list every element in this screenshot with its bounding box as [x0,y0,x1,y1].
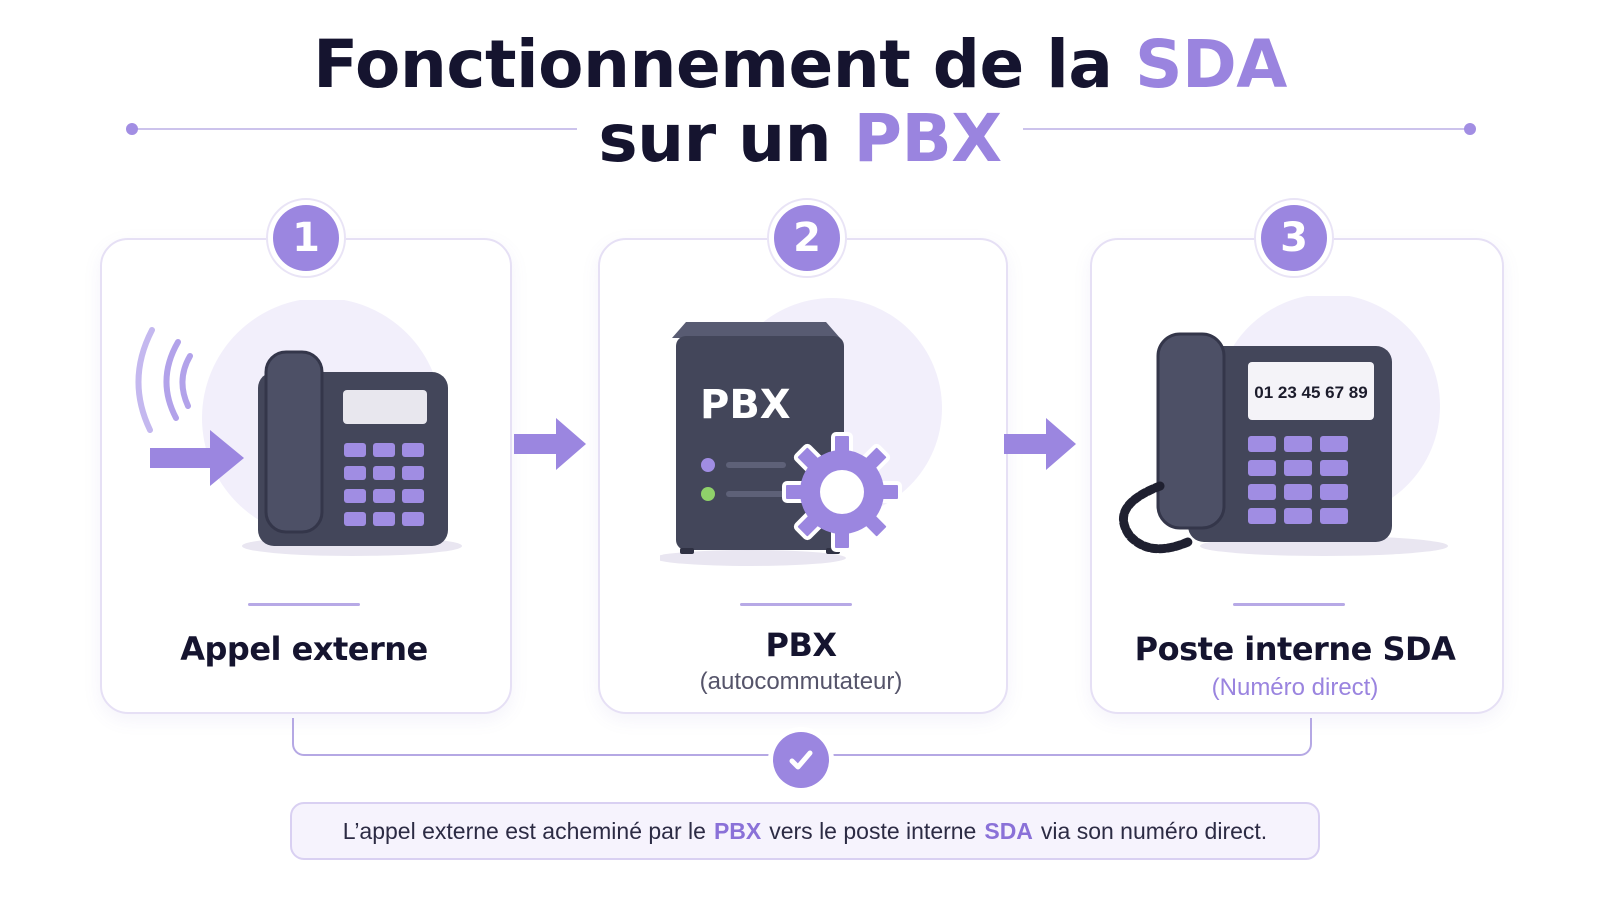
title-rule-dot-right [1464,123,1476,135]
summary-note: L’appel externe est acheminé par le PBX … [290,802,1320,860]
step-number-3: 3 [1261,205,1327,271]
step-number-badge-1: 1 [266,198,346,278]
internal-phone-illustration: 01 23 45 67 89 [1118,296,1448,556]
pbx-illustration: PBX [660,298,942,566]
phone-display-number: 01 23 45 67 89 [1254,383,1367,402]
note-text-1: L’appel externe est acheminé par le [342,817,706,844]
step-number-badge-2: 2 [767,198,847,278]
step-number-badge-3: 3 [1254,198,1334,278]
check-icon [789,750,813,770]
card-divider-2 [740,603,852,606]
phone-cord [1118,481,1193,554]
signal-waves-icon [135,327,193,433]
title-rule-dot-left [126,123,138,135]
gear-icon [782,432,902,552]
page-title: Fonctionnement de la SDA sur un PBX [0,28,1600,176]
step-label-2: PBX [765,626,837,664]
step-label-3: Poste interne SDA [1134,630,1456,668]
title-line-1: Fonctionnement de la SDA [0,28,1600,102]
note-highlight-sda: SDA [984,817,1033,844]
incoming-call-illustration [135,300,462,556]
title-text-2: sur un [598,100,854,177]
step-number-2: 2 [774,205,840,271]
check-badge [773,732,829,788]
flow-arrow-icon [1004,418,1076,470]
incoming-call-arrow-icon [150,430,244,486]
desk-phone-icon [1118,332,1448,556]
title-rule-right [1023,128,1471,130]
title-accent-sda: SDA [1134,26,1287,103]
pbx-box-label: PBX [700,382,791,428]
note-text-3: via son numéro direct. [1040,817,1268,844]
step-sublabel-2: (autocommutateur) [699,668,903,695]
desk-phone-icon [242,350,462,556]
step-sublabel-3: (Numéro direct) [1211,674,1379,701]
card-divider-3 [1233,603,1345,606]
title-text-1: Fonctionnement de la [313,26,1135,103]
step-number-1: 1 [273,205,339,271]
step-label-1: Appel externe [180,630,428,668]
note-highlight-pbx: PBX [713,817,762,844]
card-divider-1 [248,603,360,606]
note-text-2: vers le poste interne [769,817,977,844]
title-accent-pbx: PBX [853,100,1003,177]
flow-arrow-icon [514,418,586,470]
title-line-2: sur un PBX [0,102,1600,176]
title-rule-left [132,128,577,130]
